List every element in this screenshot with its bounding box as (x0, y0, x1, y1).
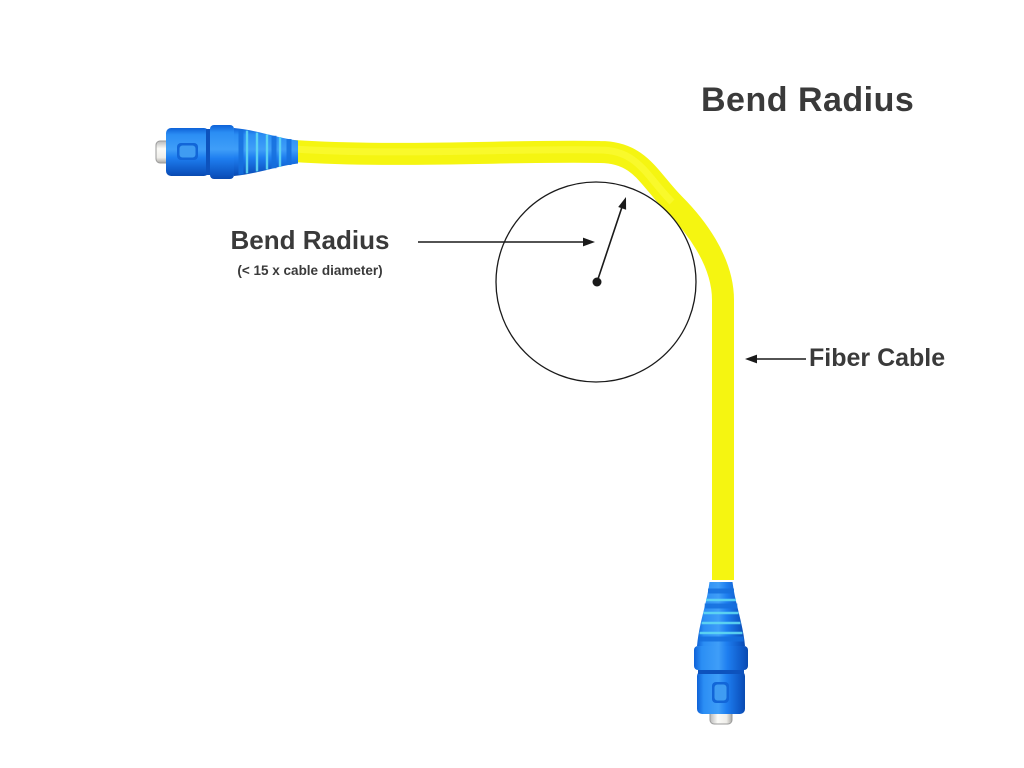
bend-radius-pointer-arrow (418, 237, 595, 247)
page-title: Bend Radius (701, 81, 915, 119)
sc-connector-bottom (694, 582, 748, 724)
fiber-cable-highlight (293, 145, 675, 205)
sc-connector-left (156, 125, 298, 179)
bend-radius-annotation: Bend Radius (< 15 x cable diameter) (224, 225, 396, 278)
fiber-cable (293, 140, 734, 580)
radius-arrow (596, 197, 627, 283)
bend-radius-circle (495, 181, 697, 383)
bend-radius-label: Bend Radius (230, 225, 390, 255)
fiber-cable-label: Fiber Cable (809, 344, 946, 372)
fiber-cable-pointer-arrow (745, 354, 806, 364)
bend-radius-note: (< 15 x cable diameter) (237, 262, 383, 278)
